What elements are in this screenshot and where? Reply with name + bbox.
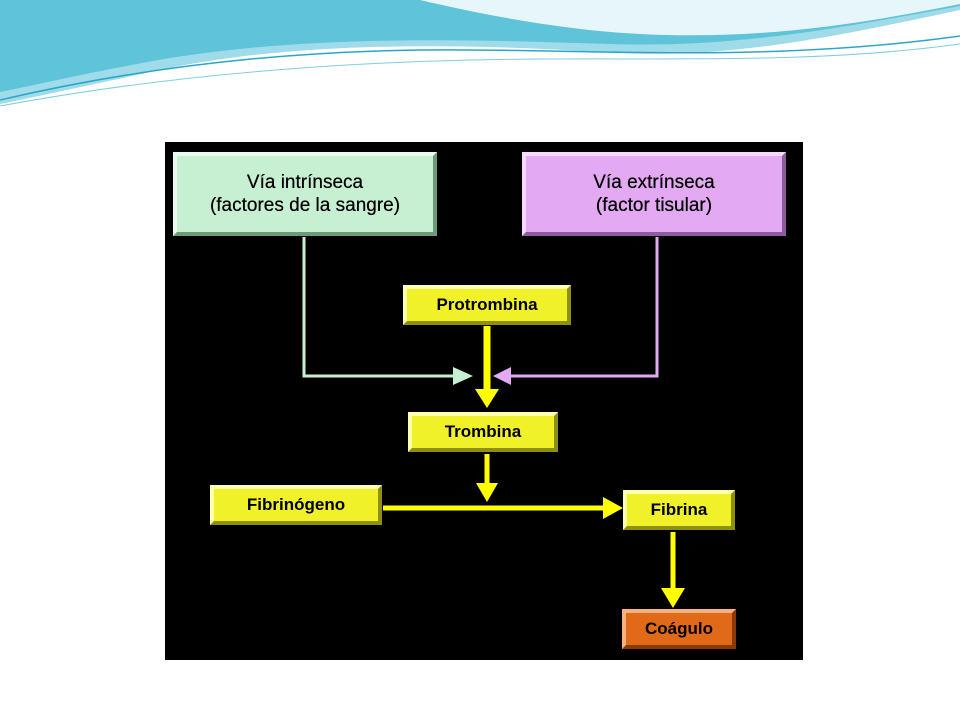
intrinsic-connector [302,237,453,378]
fibrin-label: Fibrina [650,500,708,519]
thrombin-box: Trombina [408,412,558,452]
extrinsic-arrowhead [493,367,511,385]
thrombin-label: Trombina [444,422,522,441]
extrinsic-connector [511,237,659,378]
extrinsic-pathway-box: Vía extrínseca (factor tisular) [522,152,786,236]
intrinsic-pathway-title: Vía intrínseca [246,172,364,193]
header-wave-decoration [0,0,960,107]
prothrombin-label: Protrombina [436,295,538,314]
prothrombin-box: Protrombina [403,285,571,325]
intrinsic-arrowhead [453,367,473,385]
intrinsic-pathway-subtitle: (factores de la sangre) [209,195,401,216]
clot-label: Coágulo [645,619,713,638]
coagulation-cascade-diagram: Vía intrínseca (factores de la sangre) V… [165,142,803,660]
fibrinogen-box: Fibrinógeno [210,485,382,525]
fibrin-box: Fibrina [623,490,735,530]
extrinsic-pathway-title: Vía extrínseca [593,172,715,193]
extrinsic-pathway-subtitle: (factor tisular) [595,195,713,216]
intrinsic-pathway-box: Vía intrínseca (factores de la sangre) [173,152,437,236]
fibrinogen-label: Fibrinógeno [246,495,346,514]
clot-box: Coágulo [622,609,736,649]
diagram-connectors [302,237,685,608]
